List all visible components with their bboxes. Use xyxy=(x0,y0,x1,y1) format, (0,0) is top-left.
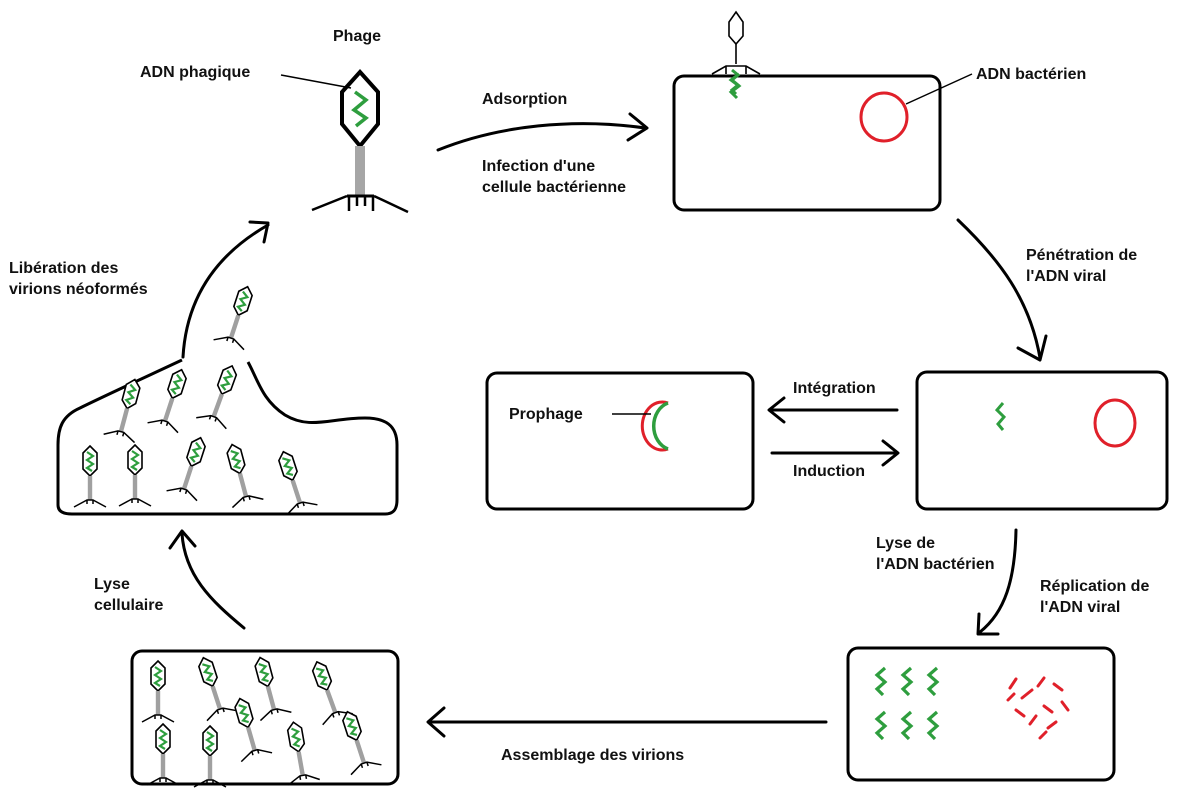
replicated-viral-dna xyxy=(874,666,940,741)
penetration-label: Pénétration de l'ADN viral xyxy=(1026,247,1138,285)
adn-bacterien-label: ADN bactérien xyxy=(976,66,1087,83)
adsorption-label: Adsorption xyxy=(482,91,568,108)
prophage-label: Prophage xyxy=(509,406,583,423)
lysing-cell xyxy=(56,358,399,516)
lyse-cellulaire-label: Lyse cellulaire xyxy=(94,576,164,614)
viral-dna-cell-box xyxy=(915,370,1169,511)
prophage-cell-box xyxy=(485,371,755,511)
degraded-bacterial-dna xyxy=(1006,676,1070,740)
infected-cell-box xyxy=(672,74,942,212)
integration-label: Intégration xyxy=(793,380,876,397)
integrated-prophage xyxy=(651,401,669,451)
infection-label: Infection d'une cellule bactérienne xyxy=(482,158,627,196)
bacterial-dna-circle xyxy=(859,91,909,143)
replication-label: Réplication de l'ADN viral xyxy=(1040,578,1150,616)
replication-cell-box xyxy=(846,646,1116,782)
lyse-adn-label: Lyse de l'ADN bactérien xyxy=(876,535,995,573)
phage-illustration xyxy=(311,69,409,214)
adsorbed-phage xyxy=(711,10,761,75)
adn-phagique-label: ADN phagique xyxy=(140,64,251,81)
adn-bacterien-pointer xyxy=(905,73,973,105)
assembly-cell-box xyxy=(130,649,400,786)
cycle-arrows xyxy=(168,112,1048,738)
induction-label: Induction xyxy=(793,463,865,480)
liberation-label: Libération des virions néoformés xyxy=(9,260,148,298)
phage-label: Phage xyxy=(333,28,382,45)
assemblage-label: Assemblage des virions xyxy=(501,747,685,764)
adn-phagique-pointer xyxy=(280,74,352,89)
